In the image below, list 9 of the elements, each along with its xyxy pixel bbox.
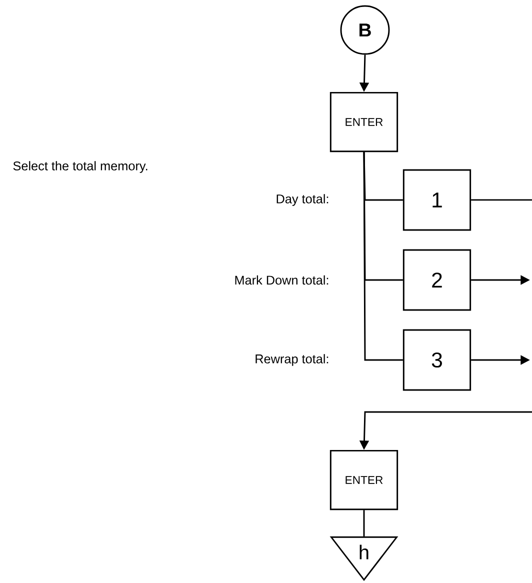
instruction-text: Rewrap total: [256, 354, 328, 366]
key-box: ENTER [330, 92, 398, 152]
key-box: 3 [402, 329, 472, 391]
instruction-text: Mark Down total: [235, 275, 328, 285]
instruction-text: Select the total memory. [13, 161, 148, 173]
key-box: 2 [402, 249, 472, 311]
key-box: ENTER [330, 450, 398, 510]
key-box: 1 [402, 169, 472, 231]
instruction-text: Day total: [276, 194, 328, 206]
